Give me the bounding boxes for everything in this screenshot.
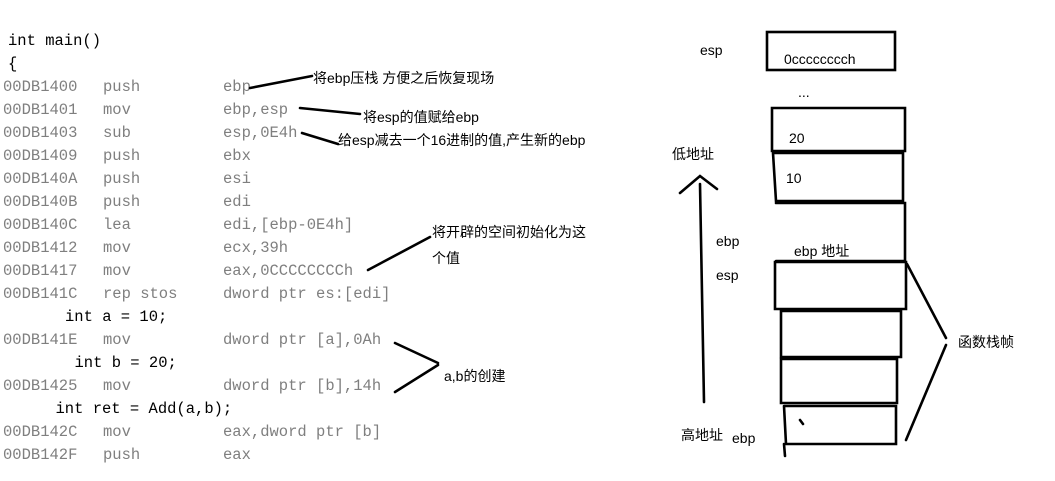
annotation-ab-create: a,b的创建 [444,368,506,384]
stack-cell-cccc: 0cccccccch [784,51,856,67]
asm-opcode: mov [103,331,131,349]
asm-opcode: mov [103,101,131,119]
source-line: int ret = Add(a,b); [0,398,233,421]
asm-operand: dword ptr es:[edi] [223,285,391,303]
asm-operand: esi [223,170,251,188]
asm-address: 00DB1403 [3,124,78,142]
asm-opcode: lea [103,216,131,234]
asm-opcode: push [103,193,141,211]
asm-operand: ebx [223,147,251,165]
asm-operand: ebp,esp [223,101,289,119]
stack-cell-10: 10 [786,170,802,186]
stack-box-5 [779,309,903,359]
asm-opcode: push [103,170,141,188]
asm-operand: eax,dword ptr [b] [223,423,382,441]
stack-box-top [765,30,897,72]
stack-box-6 [779,357,899,405]
frame-bracket-upper [905,262,948,340]
ebp-label: ebp [716,233,740,249]
pointer-b [393,363,440,394]
stack-box-esp [773,260,908,311]
asm-address: 00DB1425 [3,377,78,395]
asm-address: 00DB1401 [3,101,78,119]
pointer-push-ebp [248,74,314,90]
source-line: int b = 20; [0,352,177,375]
stack-box-ebp [774,201,907,263]
ebp-bottom-label: ebp [732,430,756,446]
asm-opcode: mov [103,377,131,395]
source-text: int main() [8,32,102,50]
asm-address: 00DB141C [3,285,78,303]
source-text: int ret = Add(a,b); [55,400,233,418]
asm-address: 00DB140B [3,193,78,211]
pointer-a [393,341,440,365]
asm-opcode: mov [103,239,131,257]
address-arrow-head [678,174,719,195]
function-stack-frame-label: 函数栈帧 [958,334,1014,350]
asm-operand: ecx,39h [223,239,289,257]
stack-box-10 [771,151,905,203]
asm-operand: esp,0E4h [223,124,298,142]
stack-tick [798,418,805,426]
pointer-sub-esp [300,131,340,146]
low-address-label: 低地址 [672,146,714,162]
asm-opcode: mov [103,262,131,280]
source-line: int a = 10; [0,306,167,329]
asm-address: 00DB1412 [3,239,78,257]
asm-address: 00DB1400 [3,78,78,96]
address-arrow-shaft [698,182,706,404]
annotation-mov-ebp-esp: 将esp的值赋给ebp [363,109,479,125]
asm-operand: edi [223,193,251,211]
annotation-init-space-line1: 将开辟的空间初始化为这 [432,224,586,240]
asm-operand: edi,[ebp-0E4h] [223,216,354,234]
esp-top-label: esp [700,42,723,58]
asm-opcode: rep stos [103,285,178,303]
asm-opcode: push [103,147,141,165]
asm-opcode: sub [103,124,131,142]
source-line: int main() [0,30,101,53]
stack-ellipsis: ... [798,84,810,100]
source-text: { [8,55,18,73]
source-line: { [0,53,17,76]
stack-stem [782,442,787,458]
source-text: int a = 10; [65,308,168,326]
asm-address: 00DB142F [3,446,78,464]
source-text: int b = 20; [74,354,177,372]
asm-operand: dword ptr [b],14h [223,377,382,395]
asm-address: 00DB140A [3,170,78,188]
asm-operand: ebp [223,78,251,96]
esp-label: esp [716,267,739,283]
asm-opcode: push [103,446,141,464]
annotation-init-space-line2: 个值 [432,250,460,266]
asm-opcode: mov [103,423,131,441]
asm-address: 00DB140C [3,216,78,234]
high-address-label: 高地址 [681,427,723,443]
pointer-init-space [366,235,432,272]
asm-operand: eax [223,446,251,464]
asm-opcode: push [103,78,141,96]
asm-address: 00DB1417 [3,262,78,280]
asm-address: 00DB141E [3,331,78,349]
ebp-address-label: ebp 地址 [794,243,850,259]
asm-operand: dword ptr [a],0Ah [223,331,382,349]
stack-box-7 [782,404,898,446]
stack-cell-20: 20 [789,130,805,146]
pointer-mov-ebp-esp [298,106,362,116]
asm-address: 00DB142C [3,423,78,441]
frame-bracket-lower [904,343,948,442]
annotation-push-ebp: 将ebp压栈 方便之后恢复现场 [313,70,495,86]
stack-box-20 [770,106,907,153]
annotation-sub-esp: 给esp减去一个16进制的值,产生新的ebp [338,132,586,148]
asm-operand: eax,0CCCCCCCCh [223,262,354,280]
asm-address: 00DB1409 [3,147,78,165]
